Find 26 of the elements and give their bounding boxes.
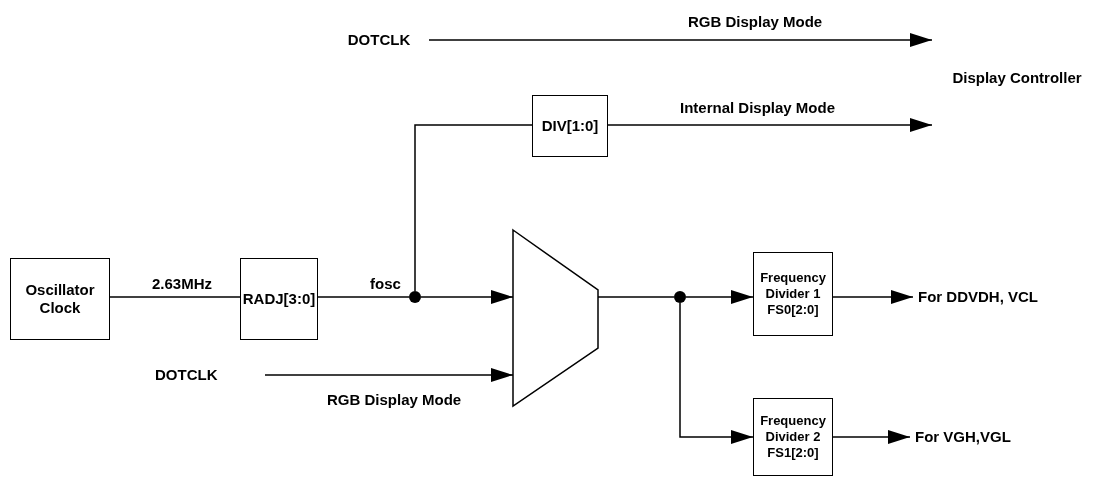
arrow [679,302,754,444]
signal-label: DOTCLK [333,30,425,50]
edge-label: RGB Display Mode [325,391,464,408]
edge-label: RGB Display Mode [686,13,825,30]
output-label: For VGH,VGL [915,427,1065,447]
connector-line [317,296,410,298]
display-controller-label: Display Controller [932,20,1102,135]
arrow [428,33,933,47]
signal-label: DOTCLK [155,365,247,385]
edge-label: fosc [368,275,403,292]
connector-line [414,124,533,292]
output-label: For DDVDH, VCL [918,287,1098,307]
arrow [685,290,754,304]
arrow [607,118,933,132]
junction-dot [674,291,686,303]
junction-dot [409,291,421,303]
arrow [264,368,514,382]
arrow [420,290,514,304]
arrow [832,290,914,304]
oscillator-box: Oscillator Clock [10,258,110,340]
register-box: RADJ[3:0] [240,258,318,340]
arrow [832,430,911,444]
connector-line [597,296,675,298]
edge-label: Internal Display Mode [678,99,838,116]
multiplexer-trapezoid [512,228,599,408]
connector-line [109,296,241,298]
